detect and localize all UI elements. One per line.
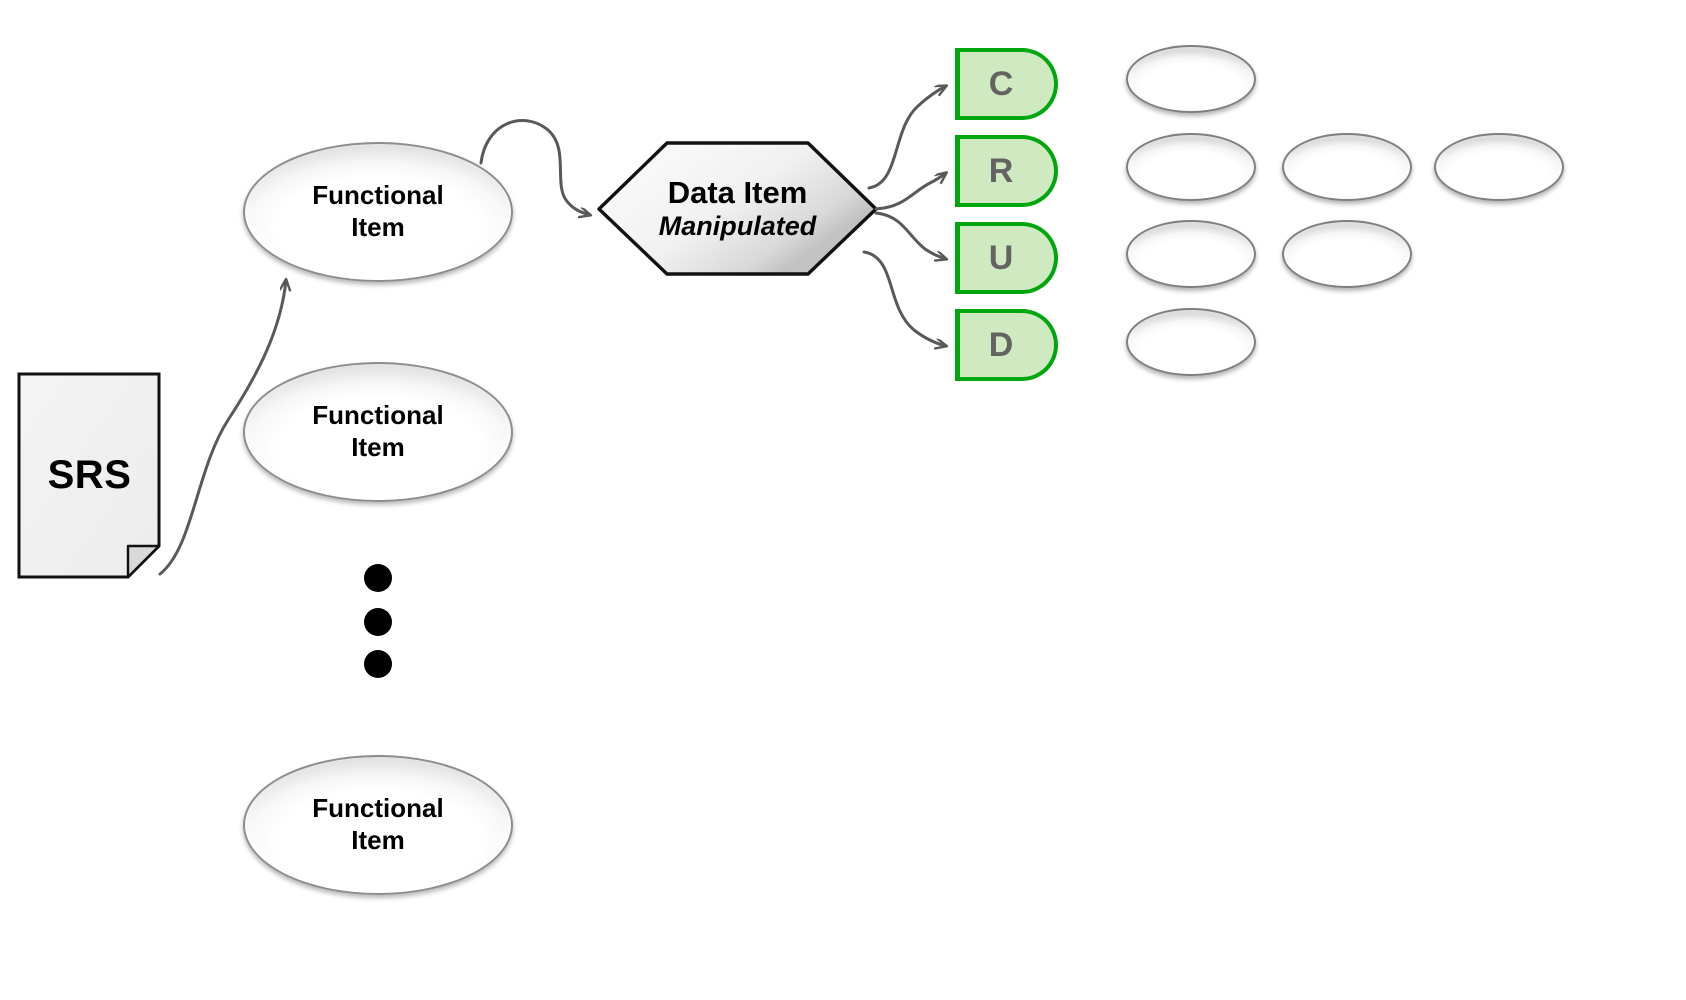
fi3-line2: Item [351,825,405,855]
data-item-node[interactable]: Data Item Manipulated [597,142,878,275]
plain-node-7[interactable] [1434,133,1564,201]
plain-node-3[interactable] [1126,220,1256,288]
connector-data-item-to-update [874,211,946,259]
functional-item-node-3[interactable]: Functional Item [243,755,513,895]
ellipsis-dot-3 [364,650,392,678]
crud-read-node[interactable]: R [955,135,1058,207]
fi2-line2: Item [351,432,405,462]
functional-item-node-2[interactable]: Functional Item [243,362,513,502]
ellipsis-dot-1 [364,564,392,592]
crud-delete-node[interactable]: D [955,309,1058,381]
plain-node-4[interactable] [1126,308,1256,376]
data-item-subtitle: Manipulated [658,210,817,241]
connector-data-item-to-read [874,173,946,211]
plain-node-5[interactable] [1282,133,1412,201]
functional-item-label-2: Functional Item [312,400,443,463]
plain-node-1[interactable] [1126,45,1256,113]
connector-data-item-to-create [867,86,946,190]
fi3-line1: Functional [312,793,444,824]
data-item-labels: Data Item Manipulated [659,175,817,241]
crud-create-label: C [988,64,1014,103]
functional-item-label-1: Functional Item [312,180,443,243]
functional-item-node-1[interactable]: Functional Item [243,142,513,282]
plain-node-2[interactable] [1126,133,1256,201]
srs-document-label: SRS [47,453,132,497]
data-item-title: Data Item [667,175,808,211]
crud-create-node[interactable]: C [955,48,1058,120]
fi1-line2: Item [351,212,405,242]
crud-update-label: U [988,238,1014,277]
fi2-line1: Functional [312,400,444,431]
srs-document[interactable]: SRS [18,373,161,578]
crud-read-label: R [988,151,1014,190]
crud-delete-label: D [988,325,1014,364]
ellipsis-dot-2 [364,608,392,636]
plain-node-6[interactable] [1282,220,1412,288]
crud-update-node[interactable]: U [955,222,1058,294]
functional-item-label-3: Functional Item [312,793,443,856]
fi1-line1: Functional [312,180,444,211]
